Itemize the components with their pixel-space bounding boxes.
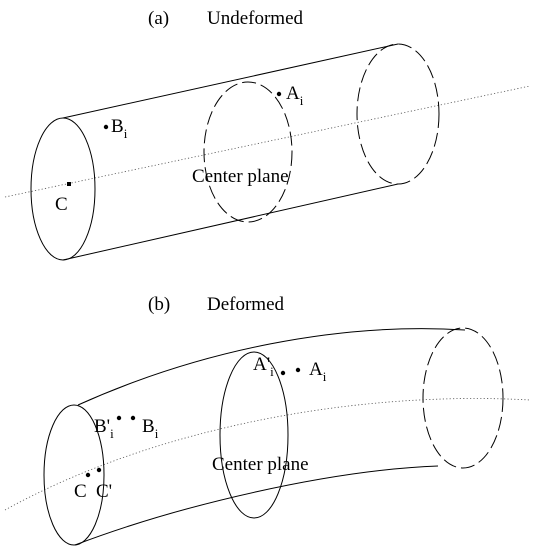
panel-a-label-c: C xyxy=(55,194,68,215)
panel-a-left-end-cap xyxy=(30,117,96,261)
panel-b-label-c: C xyxy=(74,481,87,502)
panel-b-point-c xyxy=(85,472,91,478)
panel-b-label-center-plane: Center plane xyxy=(212,454,309,475)
panel-a-point-b xyxy=(103,124,109,130)
panel-a-undeformed: (a) Undeformed Ai Bi C Center plane xyxy=(4,8,531,261)
panel-b-label-a-prime: A'i xyxy=(253,354,274,379)
panel-a-title: Undeformed xyxy=(207,8,304,29)
panel-b-deformed: (b) Deformed A'i Ai B'i Bi C C' Center p… xyxy=(4,294,531,546)
panel-b-tag: (b) xyxy=(148,294,170,315)
panel-a-tag: (a) xyxy=(148,8,169,29)
panel-a-right-end-ellipse xyxy=(356,43,440,185)
panel-b-point-a-prime xyxy=(280,370,286,376)
panel-a-point-a xyxy=(276,91,282,97)
panel-a-bottom-generator xyxy=(62,183,399,261)
panel-b-point-a xyxy=(295,367,301,373)
panel-b-point-b xyxy=(130,415,136,421)
panel-b-axis-line xyxy=(4,398,531,511)
panel-a-center-plane-ellipse xyxy=(203,81,293,223)
panel-b-center-plane-ellipse xyxy=(219,351,289,519)
panel-b-right-end-ellipse xyxy=(422,327,504,469)
panel-b-label-b-prime: B'i xyxy=(94,416,114,441)
panel-a-label-center-plane: Center plane xyxy=(192,166,289,187)
panel-b-top-generator xyxy=(77,328,466,406)
panel-b-title: Deformed xyxy=(207,294,285,315)
panel-a-label-b: Bi xyxy=(111,116,128,141)
panel-b-point-c-prime xyxy=(96,467,102,473)
panel-b-label-a: Ai xyxy=(309,359,327,384)
panel-b-point-b-prime xyxy=(116,415,122,421)
panel-b-label-c-prime: C' xyxy=(96,481,112,502)
panel-b-bottom-generator xyxy=(74,465,439,546)
panel-a-label-a: Ai xyxy=(286,83,304,108)
panel-a-axis-line xyxy=(4,85,531,198)
panel-b-label-b: Bi xyxy=(142,416,159,441)
panel-a-point-c xyxy=(67,182,71,186)
panel-a-top-generator xyxy=(62,43,399,119)
panel-b-left-end-cap xyxy=(43,404,105,546)
